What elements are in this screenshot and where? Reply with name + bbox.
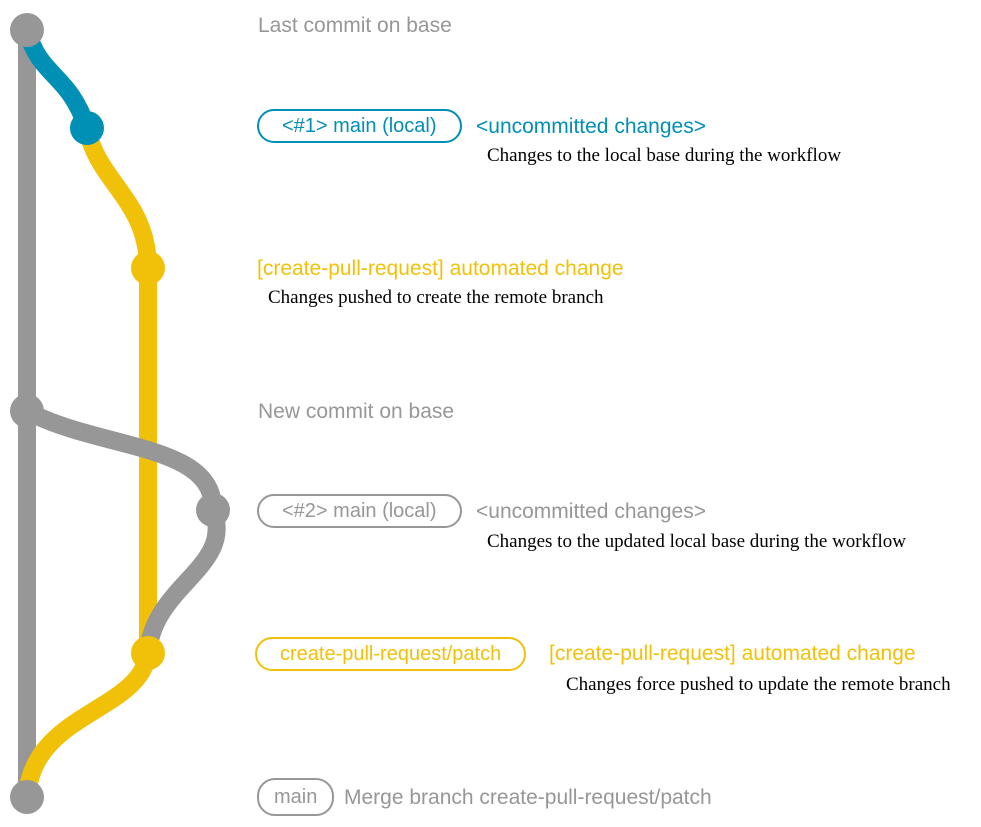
- patch-branch-line: [78, 119, 157, 662]
- commit-dot-patch-1: [131, 251, 165, 285]
- branch-badge-patch: create-pull-request/patch: [255, 637, 527, 671]
- commit-label-merge: Merge branch create-pull-request/patch: [344, 786, 712, 809]
- commit-dot-main-1: [70, 111, 104, 145]
- commit-label-main-1: <uncommitted changes>: [476, 115, 706, 138]
- commit-dot-main-2: [196, 493, 230, 527]
- commit-dot-patch-2: [131, 636, 165, 670]
- commit-desc-patch-2: Changes force pushed to update the remot…: [566, 674, 951, 695]
- commit-label-last-base: Last commit on base: [258, 14, 452, 37]
- branch-badge-main-1: <#1> main (local): [257, 109, 462, 143]
- patch-merge-curve: [18, 644, 157, 806]
- commit-label-patch-1: [create-pull-request] automated change: [257, 257, 624, 280]
- commit-label-new-base: New commit on base: [258, 400, 455, 423]
- commit-desc-main-1: Changes to the local base during the wor…: [487, 145, 842, 166]
- commit-dot-last-base: [10, 13, 44, 47]
- branch-badge-main-2: <#2> main (local): [257, 494, 462, 528]
- commit-desc-patch-1: Changes pushed to create the remote bran…: [268, 287, 604, 308]
- rebase-branch-curve: [18, 402, 226, 662]
- branch-badge-main-merge: main: [257, 778, 335, 816]
- commit-label-main-2: <uncommitted changes>: [476, 500, 706, 523]
- commit-desc-main-2: Changes to the updated local base during…: [487, 531, 906, 552]
- commit-label-patch-2: [create-pull-request] automated change: [549, 642, 916, 665]
- commit-dot-merge: [10, 780, 44, 814]
- commit-dot-new-base: [10, 394, 44, 428]
